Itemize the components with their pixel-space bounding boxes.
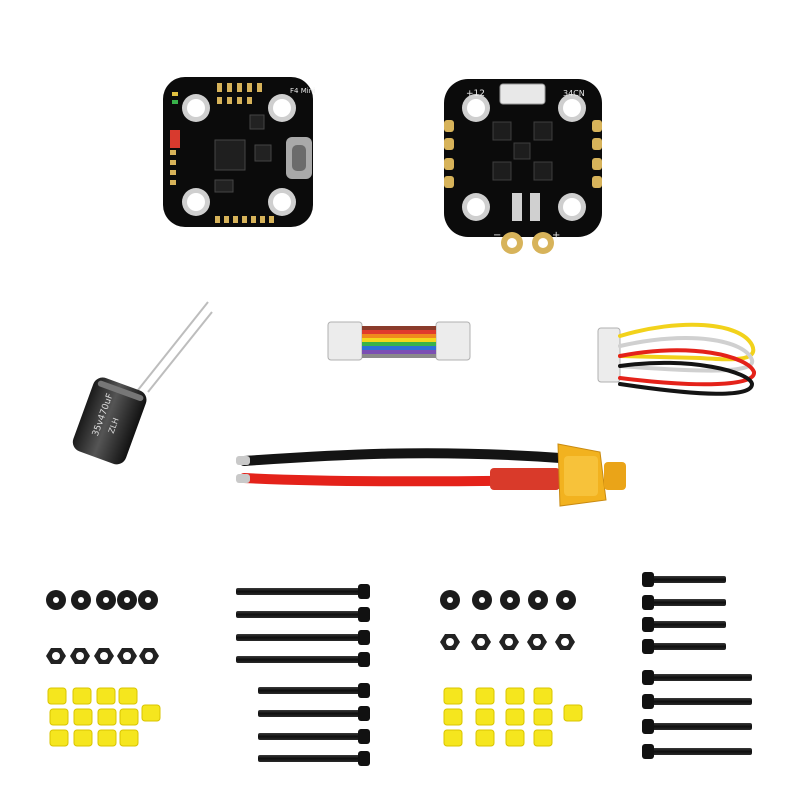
esc-board: +12 34CN − +: [444, 79, 602, 254]
esc-side-pads: [444, 120, 602, 188]
accessory-kit-1: [46, 584, 370, 766]
esc-minus-label: −: [493, 230, 501, 241]
fc-led-green: [172, 100, 178, 104]
esc-battery-pads: [501, 232, 554, 254]
esc-connector: [499, 83, 546, 105]
four-wire-cable: [597, 322, 756, 396]
fc-boot-button: [170, 130, 180, 148]
gummies-1: [47, 687, 161, 747]
fc-mcu-chip: [214, 139, 246, 171]
power-lead: [236, 443, 626, 507]
esc-mount-holes: [462, 94, 586, 221]
fc-left-pads: [170, 150, 176, 185]
wire-tip-black: [236, 456, 250, 465]
xt-connector: [557, 443, 626, 507]
heat-shrink: [490, 468, 560, 490]
long-screws-1: [236, 584, 370, 667]
long-screws-2: [642, 572, 726, 654]
fc-bottom-pads: [215, 216, 274, 223]
gummies-2: [443, 687, 583, 747]
esc-model-label: 34CN: [563, 89, 585, 98]
fc-model-label: F4 Mini: [290, 87, 315, 95]
short-screws-2: [642, 670, 752, 759]
esc-mosfets: [492, 121, 553, 181]
esc-shunt: [512, 193, 522, 221]
nuts-row-1: [46, 648, 159, 664]
esc-voltage-label: +12: [466, 89, 485, 99]
fc-orientation-arrow: [318, 198, 324, 206]
ribbon-cable: [327, 321, 471, 361]
flight-controller-board: F4 Mini: [163, 77, 324, 227]
esc-plus-label: +: [552, 230, 560, 241]
capacitor: 35v470uF ZLH: [72, 301, 213, 465]
nuts-row-2: [440, 634, 575, 650]
wire-tip-red: [236, 474, 250, 483]
usb-c-port: [286, 137, 312, 179]
fc-top-pads: [217, 83, 262, 104]
short-screws-1: [258, 683, 370, 766]
washers-row-2: [440, 590, 576, 610]
fc-led-yellow: [172, 92, 178, 96]
washers-row-1: [46, 590, 158, 610]
fc-mount-holes: [182, 94, 296, 216]
accessory-kit-2: [440, 572, 752, 759]
